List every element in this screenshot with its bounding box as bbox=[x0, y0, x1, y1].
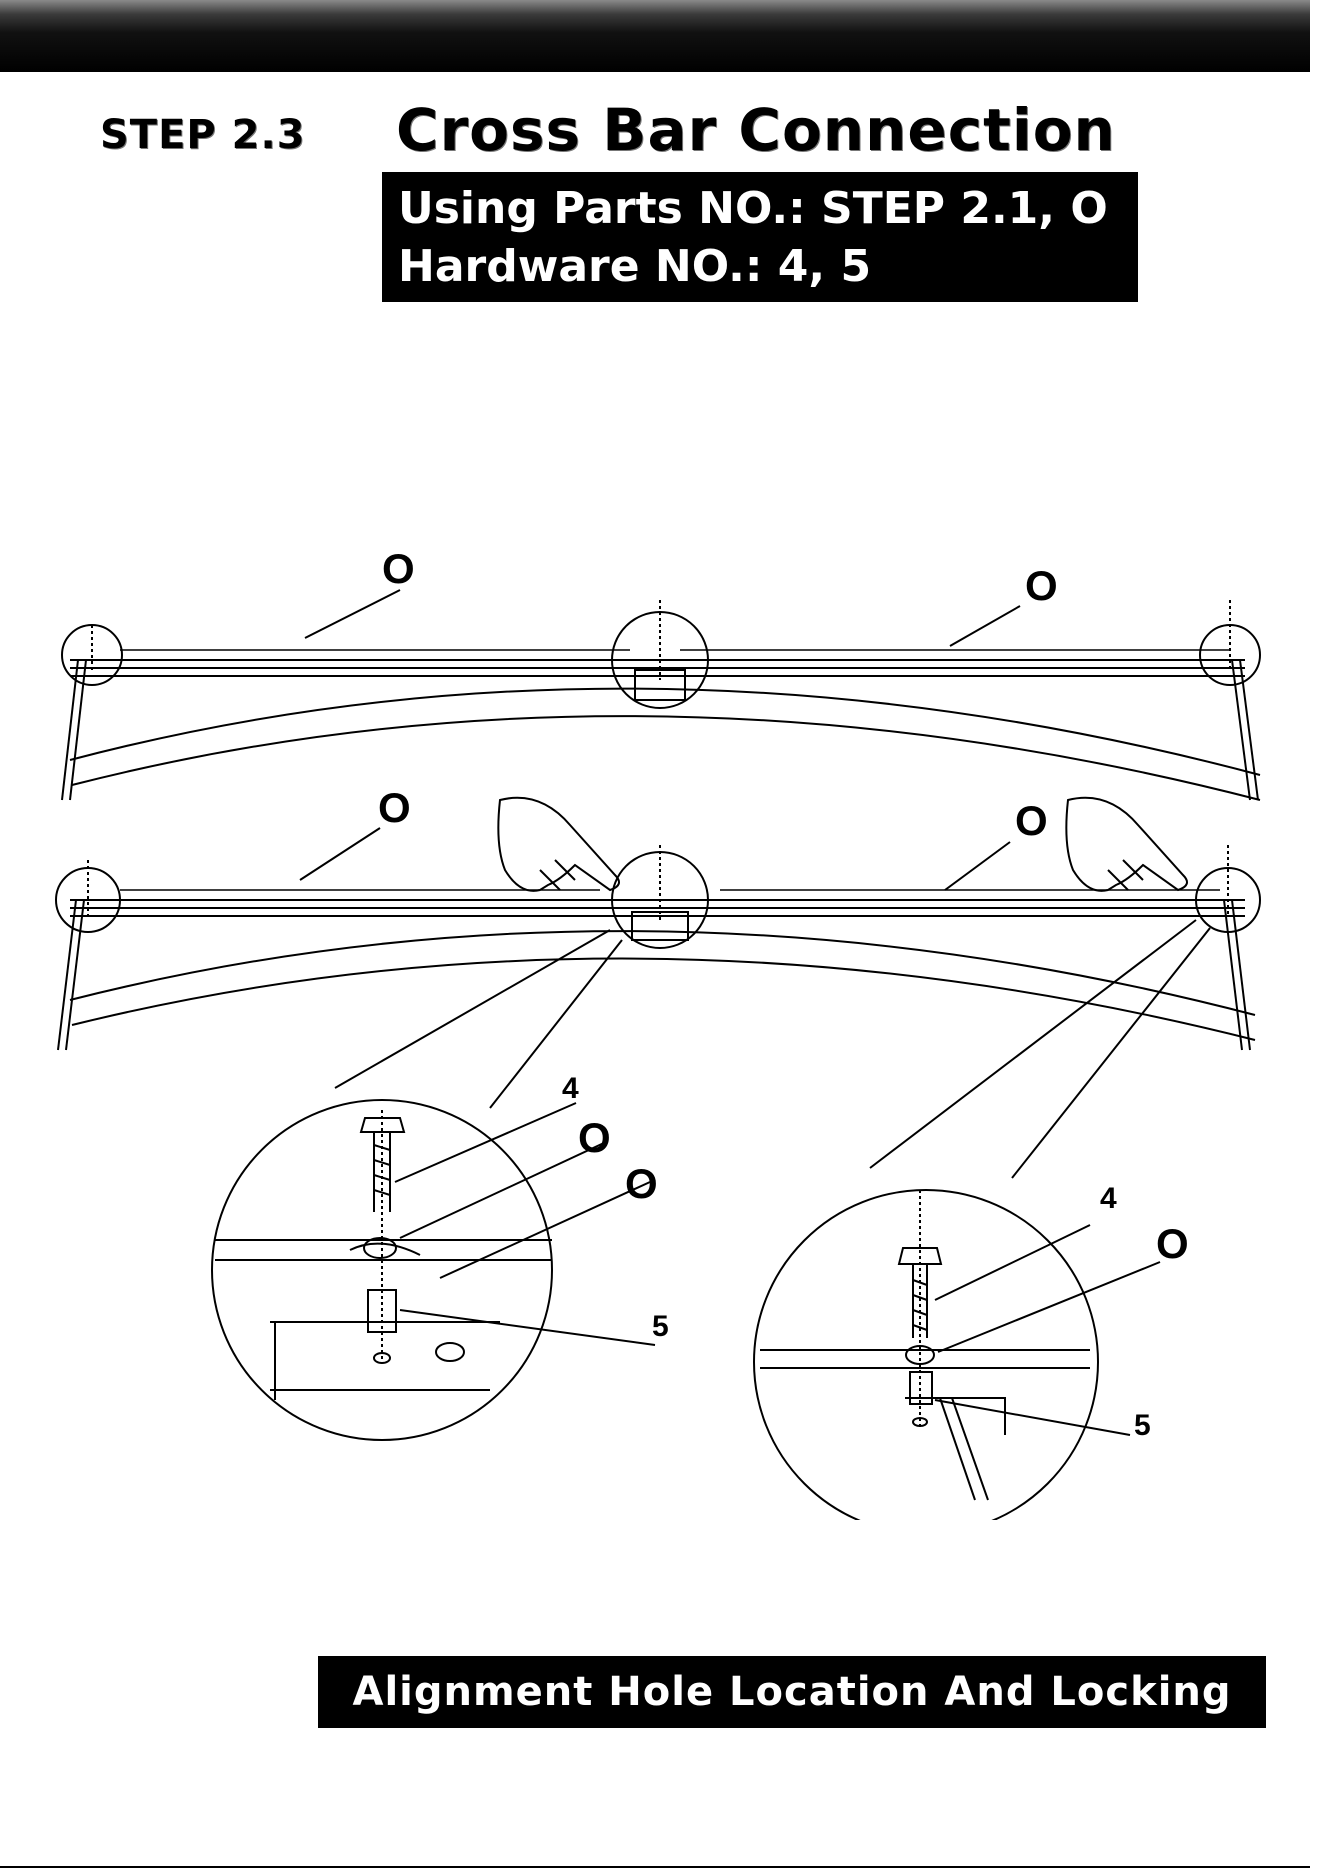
page-edge bbox=[1312, 0, 1324, 1872]
top-frame-assembly bbox=[62, 590, 1260, 800]
middle-frame-assembly bbox=[56, 798, 1260, 1178]
top-banner bbox=[0, 0, 1310, 72]
step-number: STEP 2.3 bbox=[100, 112, 306, 158]
bottom-rule bbox=[0, 1866, 1310, 1868]
parts-line: Using Parts NO.: STEP 2.1, O bbox=[398, 180, 1122, 238]
label-o-mid-left: O bbox=[378, 784, 411, 831]
pointing-hand-icon bbox=[1066, 798, 1187, 891]
detail-circle-right bbox=[754, 1190, 1160, 1520]
parts-box: Using Parts NO.: STEP 2.1, O Hardware NO… bbox=[382, 172, 1138, 302]
label-o-mid-right: O bbox=[1015, 797, 1048, 844]
assembly-diagram: O O O O 4 O O 5 4 O 5 bbox=[0, 520, 1310, 1520]
label-4-detail-right: 4 bbox=[1100, 1182, 1117, 1215]
label-o-detail-right: O bbox=[1156, 1220, 1189, 1267]
pointing-hand-icon bbox=[498, 798, 619, 891]
label-o-top-right: O bbox=[1025, 562, 1058, 609]
label-4-detail-left: 4 bbox=[562, 1072, 579, 1105]
label-o1-detail-left: O bbox=[578, 1114, 611, 1161]
label-o-top-left: O bbox=[382, 545, 415, 592]
hardware-line: Hardware NO.: 4, 5 bbox=[398, 238, 1122, 296]
label-5-detail-left: 5 bbox=[652, 1310, 669, 1343]
page-title: Cross Bar Connection bbox=[396, 96, 1116, 164]
label-5-detail-right: 5 bbox=[1134, 1409, 1151, 1442]
label-o2-detail-left: O bbox=[625, 1160, 658, 1207]
caption-box: Alignment Hole Location And Locking bbox=[318, 1656, 1266, 1728]
